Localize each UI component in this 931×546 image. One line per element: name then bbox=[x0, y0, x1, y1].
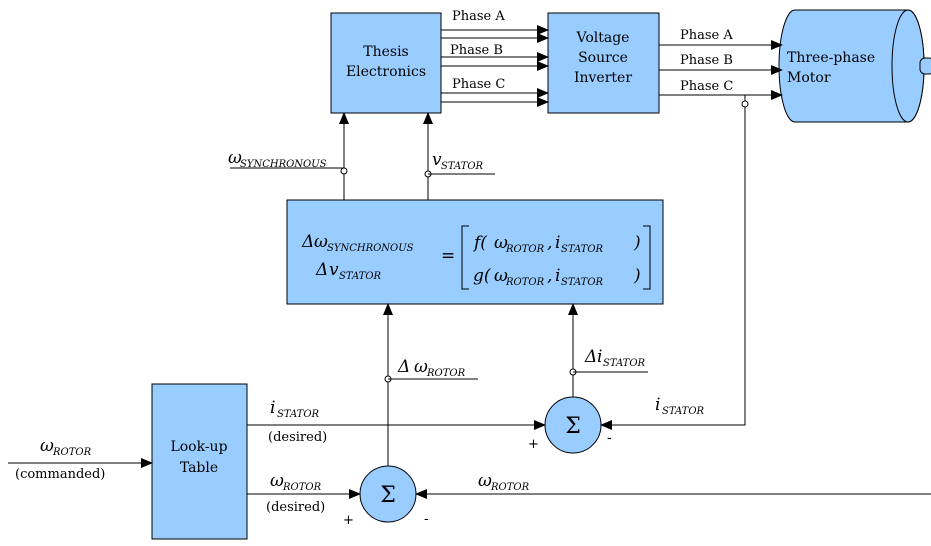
svg-text:,: , bbox=[547, 233, 552, 253]
svg-text:g(: g( bbox=[473, 266, 491, 286]
svg-text:): ) bbox=[633, 266, 641, 286]
svg-text:SYNCHRONOUS: SYNCHRONOUS bbox=[327, 243, 414, 254]
omega-rotor-commanded-note: (commanded) bbox=[15, 467, 105, 482]
wire-stator-current-feedback bbox=[600, 107, 746, 430]
svg-text:ROTOR: ROTOR bbox=[490, 482, 530, 493]
svg-text:=: = bbox=[441, 246, 455, 266]
delta-i-stator-label: Δ bbox=[584, 347, 597, 367]
svg-text:STATOR: STATOR bbox=[339, 271, 382, 282]
svg-text:i: i bbox=[597, 347, 602, 367]
omega-rotor-desired-label: ω bbox=[270, 471, 284, 491]
svg-text:ROTOR: ROTOR bbox=[505, 244, 545, 255]
svg-text:,: , bbox=[547, 266, 552, 286]
svg-text:ROTOR: ROTOR bbox=[282, 482, 322, 493]
three-phase-motor-block bbox=[778, 9, 931, 123]
v-stator-subscript: STATOR bbox=[441, 161, 484, 172]
svg-text:STATOR: STATOR bbox=[662, 406, 705, 417]
svg-text:STATOR: STATOR bbox=[561, 244, 604, 255]
omega-rotor-commanded-label: ω bbox=[40, 436, 54, 456]
svg-text:ROTOR: ROTOR bbox=[505, 277, 545, 288]
v-stator-label: v bbox=[432, 150, 442, 170]
thesis-electronics-block bbox=[330, 12, 442, 114]
delta-omega-rotor-label: Δ bbox=[397, 357, 410, 377]
svg-text:i: i bbox=[555, 233, 560, 253]
thesis-label-line1: Thesis bbox=[363, 44, 409, 60]
controller-function-block bbox=[286, 199, 664, 305]
svg-text:Δ: Δ bbox=[315, 260, 328, 280]
plus-sign-stator: + bbox=[528, 437, 539, 452]
svg-text:ROTOR: ROTOR bbox=[426, 368, 466, 379]
lookup-label-line1: Look-up bbox=[170, 439, 227, 455]
svg-text:f(: f( bbox=[472, 233, 487, 253]
omega-synchronous-subscript: SYNCHRONOUS bbox=[240, 159, 327, 170]
omega-sync-node bbox=[340, 167, 348, 175]
sigma-icon: Σ bbox=[380, 483, 396, 508]
controller-equation: Δ ω SYNCHRONOUS Δ v STATOR = f( ω ROTOR … bbox=[301, 225, 651, 290]
lookup-table-block bbox=[151, 383, 248, 540]
i-stator-desired-label: i bbox=[270, 398, 275, 418]
phase-c-label-left: Phase C bbox=[452, 77, 505, 92]
svg-text:): ) bbox=[633, 233, 641, 253]
lookup-label-line2: Table bbox=[180, 460, 218, 476]
thesis-label-line2: Electronics bbox=[346, 64, 426, 80]
i-stator-feedback-label: i bbox=[655, 395, 660, 415]
svg-text:STATOR: STATOR bbox=[561, 277, 604, 288]
phase-a-label-right: Phase A bbox=[680, 28, 733, 43]
svg-text:ω: ω bbox=[494, 233, 508, 253]
phase-a-label-left: Phase A bbox=[452, 9, 505, 24]
minus-sign-rotor: - bbox=[424, 512, 429, 527]
svg-text:ω: ω bbox=[414, 357, 428, 377]
svg-text:i: i bbox=[555, 266, 560, 286]
svg-text:Δ: Δ bbox=[301, 232, 314, 252]
phase-b-label-right: Phase B bbox=[680, 53, 733, 68]
plus-sign-rotor: + bbox=[343, 513, 354, 528]
vsi-label-line2: Source bbox=[578, 50, 628, 66]
vsi-label-line1: Voltage bbox=[576, 30, 630, 46]
svg-text:ω: ω bbox=[314, 232, 328, 252]
phase-c-label-right: Phase C bbox=[680, 79, 733, 94]
phase-b-label-left: Phase B bbox=[450, 43, 503, 58]
svg-text:ω: ω bbox=[494, 266, 508, 286]
voltage-source-inverter-block bbox=[547, 12, 660, 114]
phase-c-tap-node bbox=[741, 100, 749, 108]
motor-label-line1: Three-phase bbox=[787, 50, 875, 66]
svg-text:STATOR: STATOR bbox=[603, 358, 646, 369]
minus-sign-stator: - bbox=[607, 431, 612, 446]
omega-synchronous-label: ω bbox=[228, 148, 242, 168]
motor-label-line2: Motor bbox=[787, 70, 831, 86]
omega-rotor-desired-note: (desired) bbox=[266, 500, 325, 515]
svg-text:ROTOR: ROTOR bbox=[52, 447, 92, 458]
i-stator-desired-note: (desired) bbox=[268, 430, 327, 445]
svg-text:STATOR: STATOR bbox=[277, 409, 320, 420]
sigma-icon: Σ bbox=[565, 414, 581, 439]
omega-rotor-feedback-label: ω bbox=[478, 471, 492, 491]
svg-text:v: v bbox=[329, 260, 339, 280]
vsi-label-line3: Inverter bbox=[574, 70, 632, 86]
